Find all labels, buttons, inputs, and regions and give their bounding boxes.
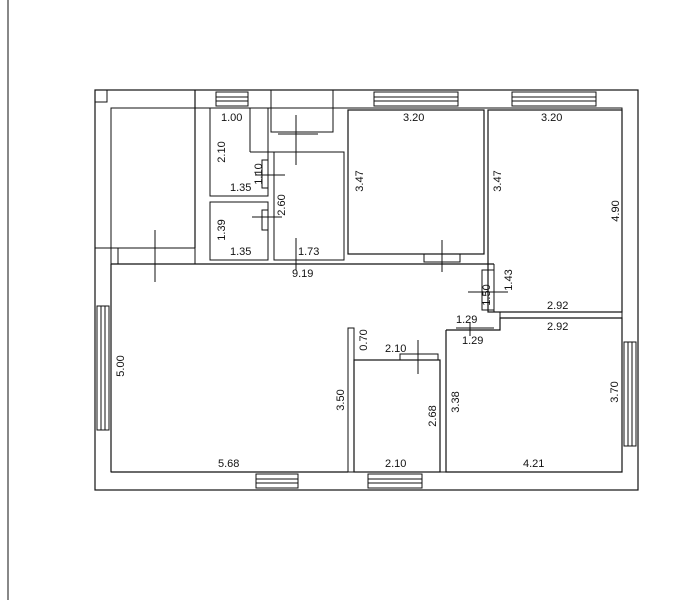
entry-door-opening: [117, 247, 196, 265]
dim-wc-top-width: 1.00: [221, 112, 242, 124]
dim-bedroom2-width: 3.20: [541, 112, 562, 124]
dim-kitchen-top-width: 2.10: [385, 343, 406, 355]
dim-corridor-gap-width: 1.43: [503, 269, 515, 290]
dim-partition-height: 0.70: [358, 329, 370, 350]
dim-bedroom3-bottom-width: 4.21: [523, 458, 544, 470]
dim-bedroom1-width: 3.20: [403, 112, 424, 124]
dim-living-height: 5.00: [115, 355, 127, 376]
window-left: [96, 305, 110, 431]
dim-bath-width: 1.35: [230, 246, 251, 258]
dim-bedroom1-height: 3.47: [354, 170, 366, 191]
kitchen-room: [353, 359, 441, 473]
window-right: [623, 341, 637, 447]
dim-bedroom2-bottom-width: 2.92: [547, 300, 568, 312]
entry-block: [94, 89, 196, 249]
partition-wall: [347, 327, 355, 473]
dim-living-width: 5.68: [218, 458, 239, 470]
dim-bedroom3-right-height: 3.70: [609, 381, 621, 402]
dim-hall-width: 1.73: [298, 246, 319, 258]
dim-bath-height: 1.39: [216, 219, 228, 240]
window-bottom-kitchen: [367, 473, 423, 489]
bedroom3-room: [445, 317, 623, 473]
shaft-top: [270, 89, 334, 133]
dim-bedroom3-left-height: 3.38: [450, 391, 462, 412]
dim-wc-bottom-width: 1.35: [230, 182, 251, 194]
dim-kitchen-bottom-width: 2.10: [385, 458, 406, 470]
inner-wall-contour: [110, 107, 623, 473]
window-bottom-living: [255, 473, 299, 489]
corridor-door: [481, 269, 495, 311]
outer-wall: [94, 89, 639, 491]
kitchen-door: [399, 353, 439, 361]
dim-kitchen-height: 2.68: [427, 405, 439, 426]
window-top-bedroom2: [511, 91, 597, 107]
dim-wc-small-height: 1.10: [253, 163, 265, 184]
dim-bedroom3-top-width: 2.92: [547, 321, 568, 333]
dim-wc-height: 2.10: [216, 141, 228, 162]
dim-bedroom2-right-height: 4.90: [610, 200, 622, 221]
dim-living-inner-height: 3.50: [335, 389, 347, 410]
dim-hall-height: 2.60: [276, 194, 288, 215]
dim-closet-top-width: 1.29: [456, 314, 477, 326]
dim-corridor-gap-height: 1.50: [481, 284, 493, 305]
bath-door: [261, 209, 269, 231]
dim-closet-bottom-width: 1.29: [462, 335, 483, 347]
corner-column: [94, 89, 108, 103]
window-top-bedroom1: [373, 91, 459, 107]
wc-door: [261, 159, 269, 189]
window-top-wc: [215, 91, 249, 107]
bedroom1-room: [347, 109, 485, 255]
bath-room: [209, 201, 269, 261]
dim-bedroom2-height: 3.47: [492, 170, 504, 191]
dim-corridor-length: 9.19: [292, 268, 313, 280]
